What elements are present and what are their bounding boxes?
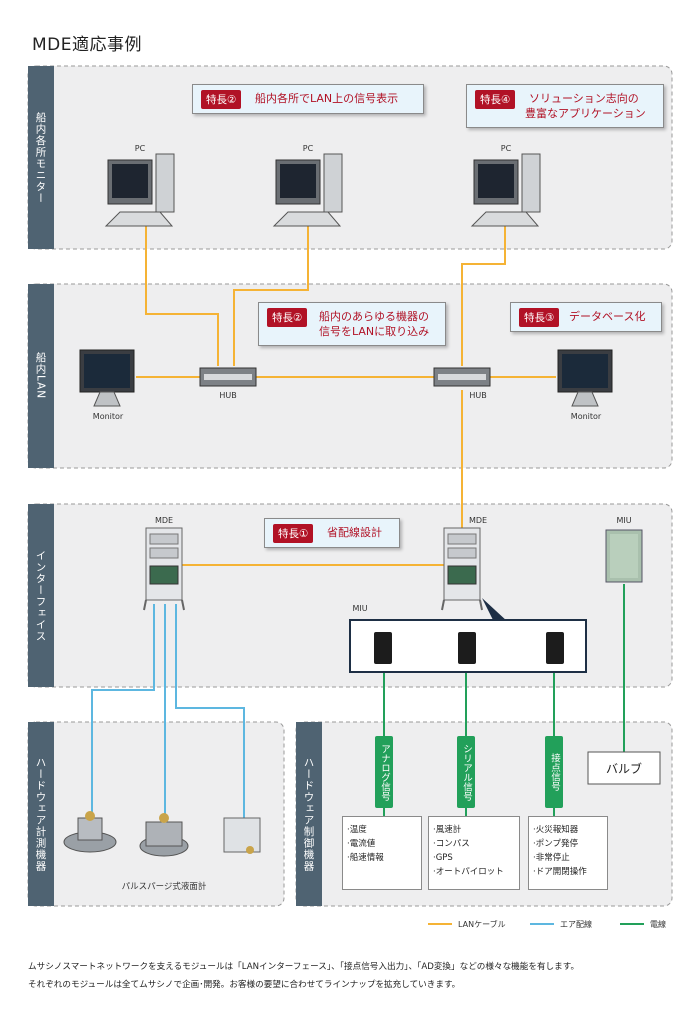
pc-label: PC xyxy=(500,144,512,153)
miu-module-1 xyxy=(374,632,392,664)
legend-air-label: エア配線 xyxy=(560,920,592,929)
monitor-left xyxy=(79,349,135,407)
miu-label: MIU xyxy=(616,516,632,525)
monitor-label: Monitor xyxy=(570,412,602,421)
mde-right xyxy=(441,527,483,611)
section-label-measure: ハードウェア計測機器 xyxy=(28,722,54,906)
miu-module-2 xyxy=(458,632,476,664)
section-label-control: ハードウェア制御機器 xyxy=(296,722,322,906)
hub-label: HUB xyxy=(469,391,487,400)
list-item: ·コンパス xyxy=(433,839,470,849)
air-lines xyxy=(91,604,245,818)
feature-text: 信号をLANに取り込み xyxy=(319,325,430,338)
monitor-right xyxy=(557,349,613,407)
signal-serial: シリアル信号 xyxy=(457,736,475,808)
feature-text: ソリューション志向の xyxy=(529,92,639,105)
feature-badge: 特長② xyxy=(267,308,308,327)
power-lines xyxy=(383,584,625,816)
purge-gauge-label: パルスパージ式液面計 xyxy=(121,882,207,892)
signal-contact: 接点信号 xyxy=(545,736,563,808)
feature-callout-4: 特長④ ソリューション志向の 豊富なアプリケーション xyxy=(466,84,664,128)
caption-line-1: ムサシノスマートネットワークを支えるモジュールは「LANインターフェース」、「接… xyxy=(28,962,580,972)
feature-callout-1: 特長① 省配線設計 xyxy=(264,518,400,548)
list-item: ·ドア開閉操作 xyxy=(533,867,587,877)
list-item: ·GPS xyxy=(433,853,453,863)
list-item: ·風速計 xyxy=(433,825,462,835)
feature-text: データベース化 xyxy=(569,310,646,323)
list-item: ·オートパイロット xyxy=(433,867,504,877)
list-item: ·温度 xyxy=(347,825,367,835)
feature-text: 豊富なアプリケーション xyxy=(525,107,646,120)
feature-badge: 特長④ xyxy=(475,90,516,109)
caption-line-2: それぞれのモジュールは全てムサシノで企画･開発。お客様の要望に合わせてラインナッ… xyxy=(28,980,461,990)
pc-label: PC xyxy=(302,144,314,153)
feature-badge: 特長② xyxy=(201,90,242,109)
list-item: ·船速情報 xyxy=(347,853,384,863)
signal-analog: アナログ信号 xyxy=(375,736,393,808)
miu-module-3 xyxy=(546,632,564,664)
section-panel-measure xyxy=(27,721,285,907)
list-analog: ·温度 ·電流値 ·船速情報 xyxy=(342,816,422,890)
sensor-gauge-1 xyxy=(63,811,117,853)
feature-text: 船内のあらゆる機器の xyxy=(319,310,429,323)
list-contact: ·火災報知器 ·ポンプ発停 ·非常停止 ·ドア開閉操作 xyxy=(528,816,608,890)
page-title: MDE適応事例 xyxy=(32,35,142,55)
pc-3 xyxy=(470,153,541,227)
feature-badge: 特長③ xyxy=(519,308,560,327)
hub-left xyxy=(199,367,257,387)
feature-badge: 特長① xyxy=(273,524,314,543)
miu-callout-label: MIU xyxy=(352,604,368,613)
hub-right xyxy=(433,367,491,387)
miu-box xyxy=(605,529,643,583)
mde-label: MDE xyxy=(468,516,488,525)
list-serial: ·風速計 ·コンパス ·GPS ·オートパイロット xyxy=(428,816,520,890)
list-item: ·非常停止 xyxy=(533,853,570,863)
valve-label: バルブ xyxy=(605,762,642,776)
feature-text: 省配線設計 xyxy=(327,526,382,539)
sensor-gauge-3 xyxy=(223,817,261,854)
mde-label: MDE xyxy=(154,516,174,525)
valve-box xyxy=(587,751,661,785)
miu-callout-pointer xyxy=(482,598,508,622)
list-item: ·ポンプ発停 xyxy=(533,839,578,849)
sensor-gauge-2 xyxy=(139,813,189,857)
feature-callout-2a: 特長② 船内各所でLAN上の信号表示 xyxy=(192,84,424,114)
list-item: ·火災報知器 xyxy=(533,825,579,835)
list-item: ·電流値 xyxy=(347,839,376,849)
mde-left xyxy=(143,527,185,611)
section-label-monitor: 船内各所モニター xyxy=(28,66,54,249)
legend-lan-label: LANケーブル xyxy=(458,920,506,929)
feature-text: 船内各所でLAN上の信号表示 xyxy=(255,92,399,105)
feature-callout-3: 特長③ データベース化 xyxy=(510,302,662,332)
pc-label: PC xyxy=(134,144,146,153)
legend-power-label: 電線 xyxy=(650,920,666,929)
monitor-label: Monitor xyxy=(92,412,124,421)
section-label-interface: インターフェイス xyxy=(28,504,54,687)
hub-label: HUB xyxy=(219,391,237,400)
feature-callout-2b: 特長② 船内のあらゆる機器の 信号をLANに取り込み xyxy=(258,302,446,346)
lan-cables xyxy=(136,226,556,566)
pc-2 xyxy=(272,153,343,227)
section-label-lan: 船内LAN xyxy=(28,284,54,468)
pc-1 xyxy=(104,153,175,227)
